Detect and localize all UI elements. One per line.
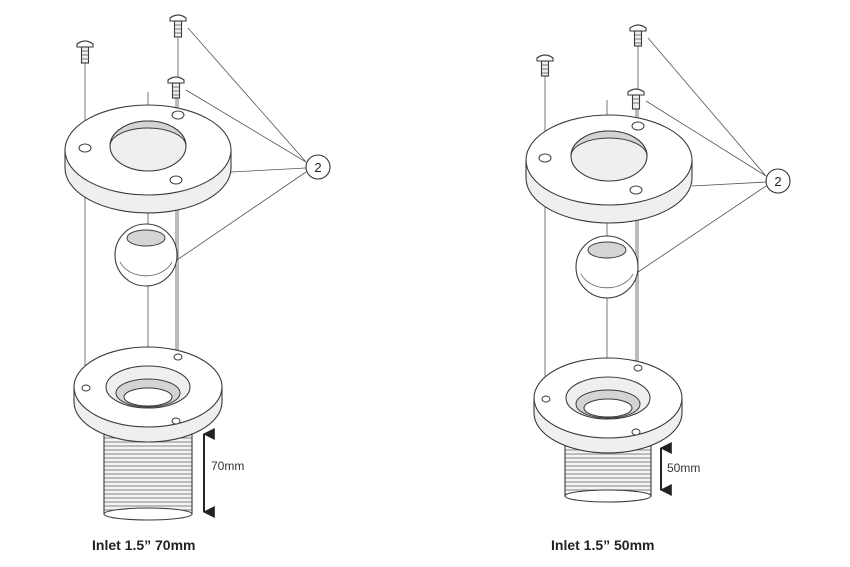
bottom-flange: [533, 357, 683, 454]
screw: [536, 54, 554, 77]
assembly-50mm: 2 50mm Inlet 1.5” 50mm: [525, 24, 791, 553]
screw: [76, 40, 94, 64]
dimension-label: 70mm: [211, 459, 244, 473]
screw: [169, 14, 187, 38]
caption: Inlet 1.5” 50mm: [551, 537, 655, 553]
screw: [167, 76, 185, 99]
top-flange: [525, 114, 693, 224]
dimension-arrow: 50mm: [659, 442, 700, 496]
ball-valve: [575, 235, 639, 299]
callout-leaders: [637, 37, 767, 273]
callout-number: 2: [314, 160, 321, 175]
ball-valve: [114, 223, 178, 287]
screw: [627, 88, 645, 110]
callout-bubble: 2: [305, 154, 331, 180]
callout-number: 2: [774, 174, 781, 189]
callout-bubble: 2: [765, 168, 791, 194]
top-flange: [64, 104, 232, 214]
caption: Inlet 1.5” 70mm: [92, 537, 196, 553]
bottom-flange: [73, 346, 223, 443]
callout-leaders: [176, 27, 307, 261]
dimension-arrow: 70mm: [202, 428, 244, 518]
dimension-label: 50mm: [667, 461, 700, 475]
screw: [629, 24, 647, 47]
assembly-70mm: 2 70mm Inlet 1.5” 70mm: [64, 14, 331, 553]
